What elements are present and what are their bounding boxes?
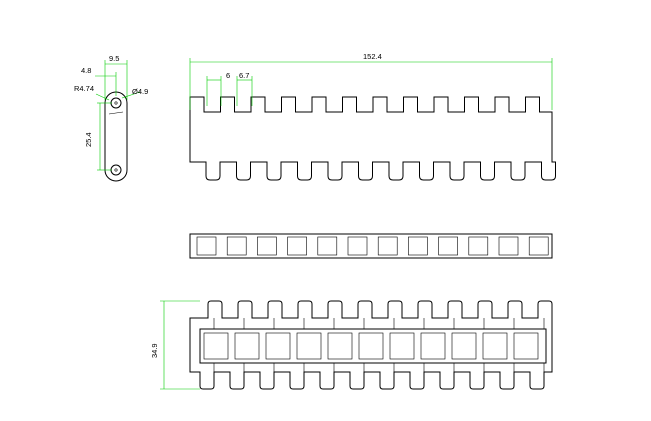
top-hole <box>110 97 122 109</box>
bottom-cell <box>482 332 508 360</box>
middle-slot <box>287 236 307 256</box>
dim-overall-width: 34.9 <box>150 343 159 358</box>
dim-radius: R4.74 <box>74 84 94 93</box>
bottom-cell <box>358 332 384 360</box>
bottom-view-dimensions <box>160 300 200 390</box>
middle-slot <box>347 236 368 256</box>
bottom-cell <box>234 332 260 360</box>
bottom-cell <box>389 332 415 360</box>
link-outline <box>104 91 128 182</box>
top-view: 152.4 6 6.7 <box>189 52 556 181</box>
middle-slot <box>468 236 489 256</box>
middle-slot <box>408 236 428 256</box>
bottom-hole-center <box>114 168 118 172</box>
bottom-cell <box>513 332 539 360</box>
side-link-view: 9.5 4.8 R4.74 Ø4.9 25.4 <box>74 54 148 182</box>
top-view-outline <box>189 96 556 181</box>
middle-slot <box>317 236 338 256</box>
middle-slot <box>528 236 549 256</box>
bottom-cell <box>420 332 446 360</box>
dim-offset: 4.8 <box>81 66 91 75</box>
bottom-cell <box>296 332 322 360</box>
top-view-dimensions <box>189 58 553 110</box>
middle-slot <box>226 236 247 256</box>
bottom-cell <box>265 332 291 360</box>
side-link-dimensions <box>95 60 141 171</box>
dim-pitch-length: 25.4 <box>84 132 93 147</box>
dim-hole-diameter: Ø4.9 <box>132 87 148 96</box>
middle-slot <box>438 236 458 256</box>
middle-slot <box>196 236 217 256</box>
top-hole-center <box>114 101 118 105</box>
bottom-cell <box>327 332 353 360</box>
bottom-cell <box>203 332 229 360</box>
dim-tooth-width: 6 <box>226 71 230 80</box>
middle-slot <box>377 236 398 256</box>
bottom-view-outline <box>189 300 553 390</box>
dim-overall-length: 152.4 <box>363 52 382 61</box>
middle-slot <box>257 236 277 256</box>
middle-slot <box>498 236 519 256</box>
middle-view <box>189 233 553 259</box>
bottom-hole <box>110 164 122 176</box>
dim-pitch-width: 9.5 <box>109 54 119 63</box>
bottom-view: 34.9 <box>150 300 553 390</box>
bottom-cell <box>451 332 477 360</box>
dim-gap-width: 6.7 <box>239 71 249 80</box>
middle-view-outline <box>189 233 553 259</box>
